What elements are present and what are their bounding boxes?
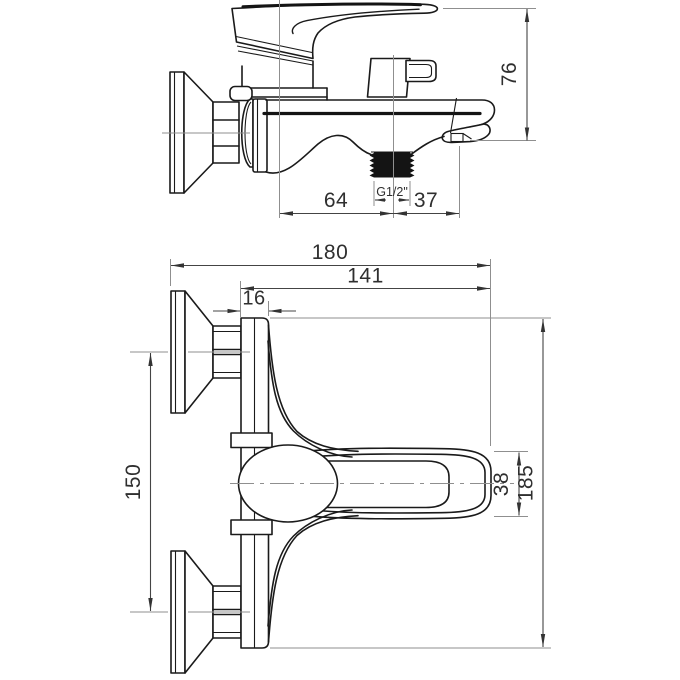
dim-label-37: 37 bbox=[414, 189, 438, 212]
dim-38: 38 bbox=[490, 451, 528, 517]
dim-label-180: 180 bbox=[312, 241, 349, 264]
inlet-union-upper bbox=[230, 432, 273, 449]
side-view: 76 64 37 G1/2" bbox=[162, 0, 536, 218]
dim-150: 150 bbox=[122, 353, 153, 611]
check-valve-outlet bbox=[441, 123, 491, 144]
dim-180: 180 bbox=[170, 241, 491, 446]
top-centerlines bbox=[130, 351, 514, 613]
flange-plate bbox=[170, 290, 186, 414]
dim-label-64: 64 bbox=[324, 189, 348, 212]
body-plate bbox=[252, 98, 268, 173]
dim-label-38: 38 bbox=[490, 472, 513, 496]
dim-141: 141 bbox=[240, 265, 490, 317]
lever-handle bbox=[231, 3, 439, 60]
dim-76: 76 bbox=[443, 8, 536, 141]
threaded-outlet bbox=[369, 151, 415, 178]
spout-underside bbox=[265, 134, 372, 174]
dim-16: 16 bbox=[213, 288, 296, 316]
body-flare bbox=[267, 324, 359, 453]
dim-label-76: 76 bbox=[498, 62, 521, 86]
diverter-knob bbox=[366, 57, 411, 98]
dim-label-thread: G1/2" bbox=[376, 185, 408, 199]
body-step bbox=[229, 85, 253, 102]
dim-label-185: 185 bbox=[515, 465, 538, 502]
dim-label-141: 141 bbox=[347, 265, 384, 288]
inlet-union-lower bbox=[230, 519, 273, 536]
diverter-pull-tab bbox=[405, 59, 437, 83]
side-faucet-body bbox=[229, 2, 496, 178]
dim-64-37: 64 37 bbox=[280, 146, 460, 218]
top-view: 180 141 16 150 bbox=[122, 241, 551, 674]
dim-label-150: 150 bbox=[122, 464, 145, 501]
side-centerlines bbox=[162, 0, 394, 218]
dim-label-16: 16 bbox=[242, 288, 265, 310]
flange-plate bbox=[170, 550, 186, 674]
dim-thread: G1/2" bbox=[373, 181, 411, 206]
handle-top-face bbox=[299, 460, 450, 509]
dim-185: 185 bbox=[270, 317, 551, 649]
